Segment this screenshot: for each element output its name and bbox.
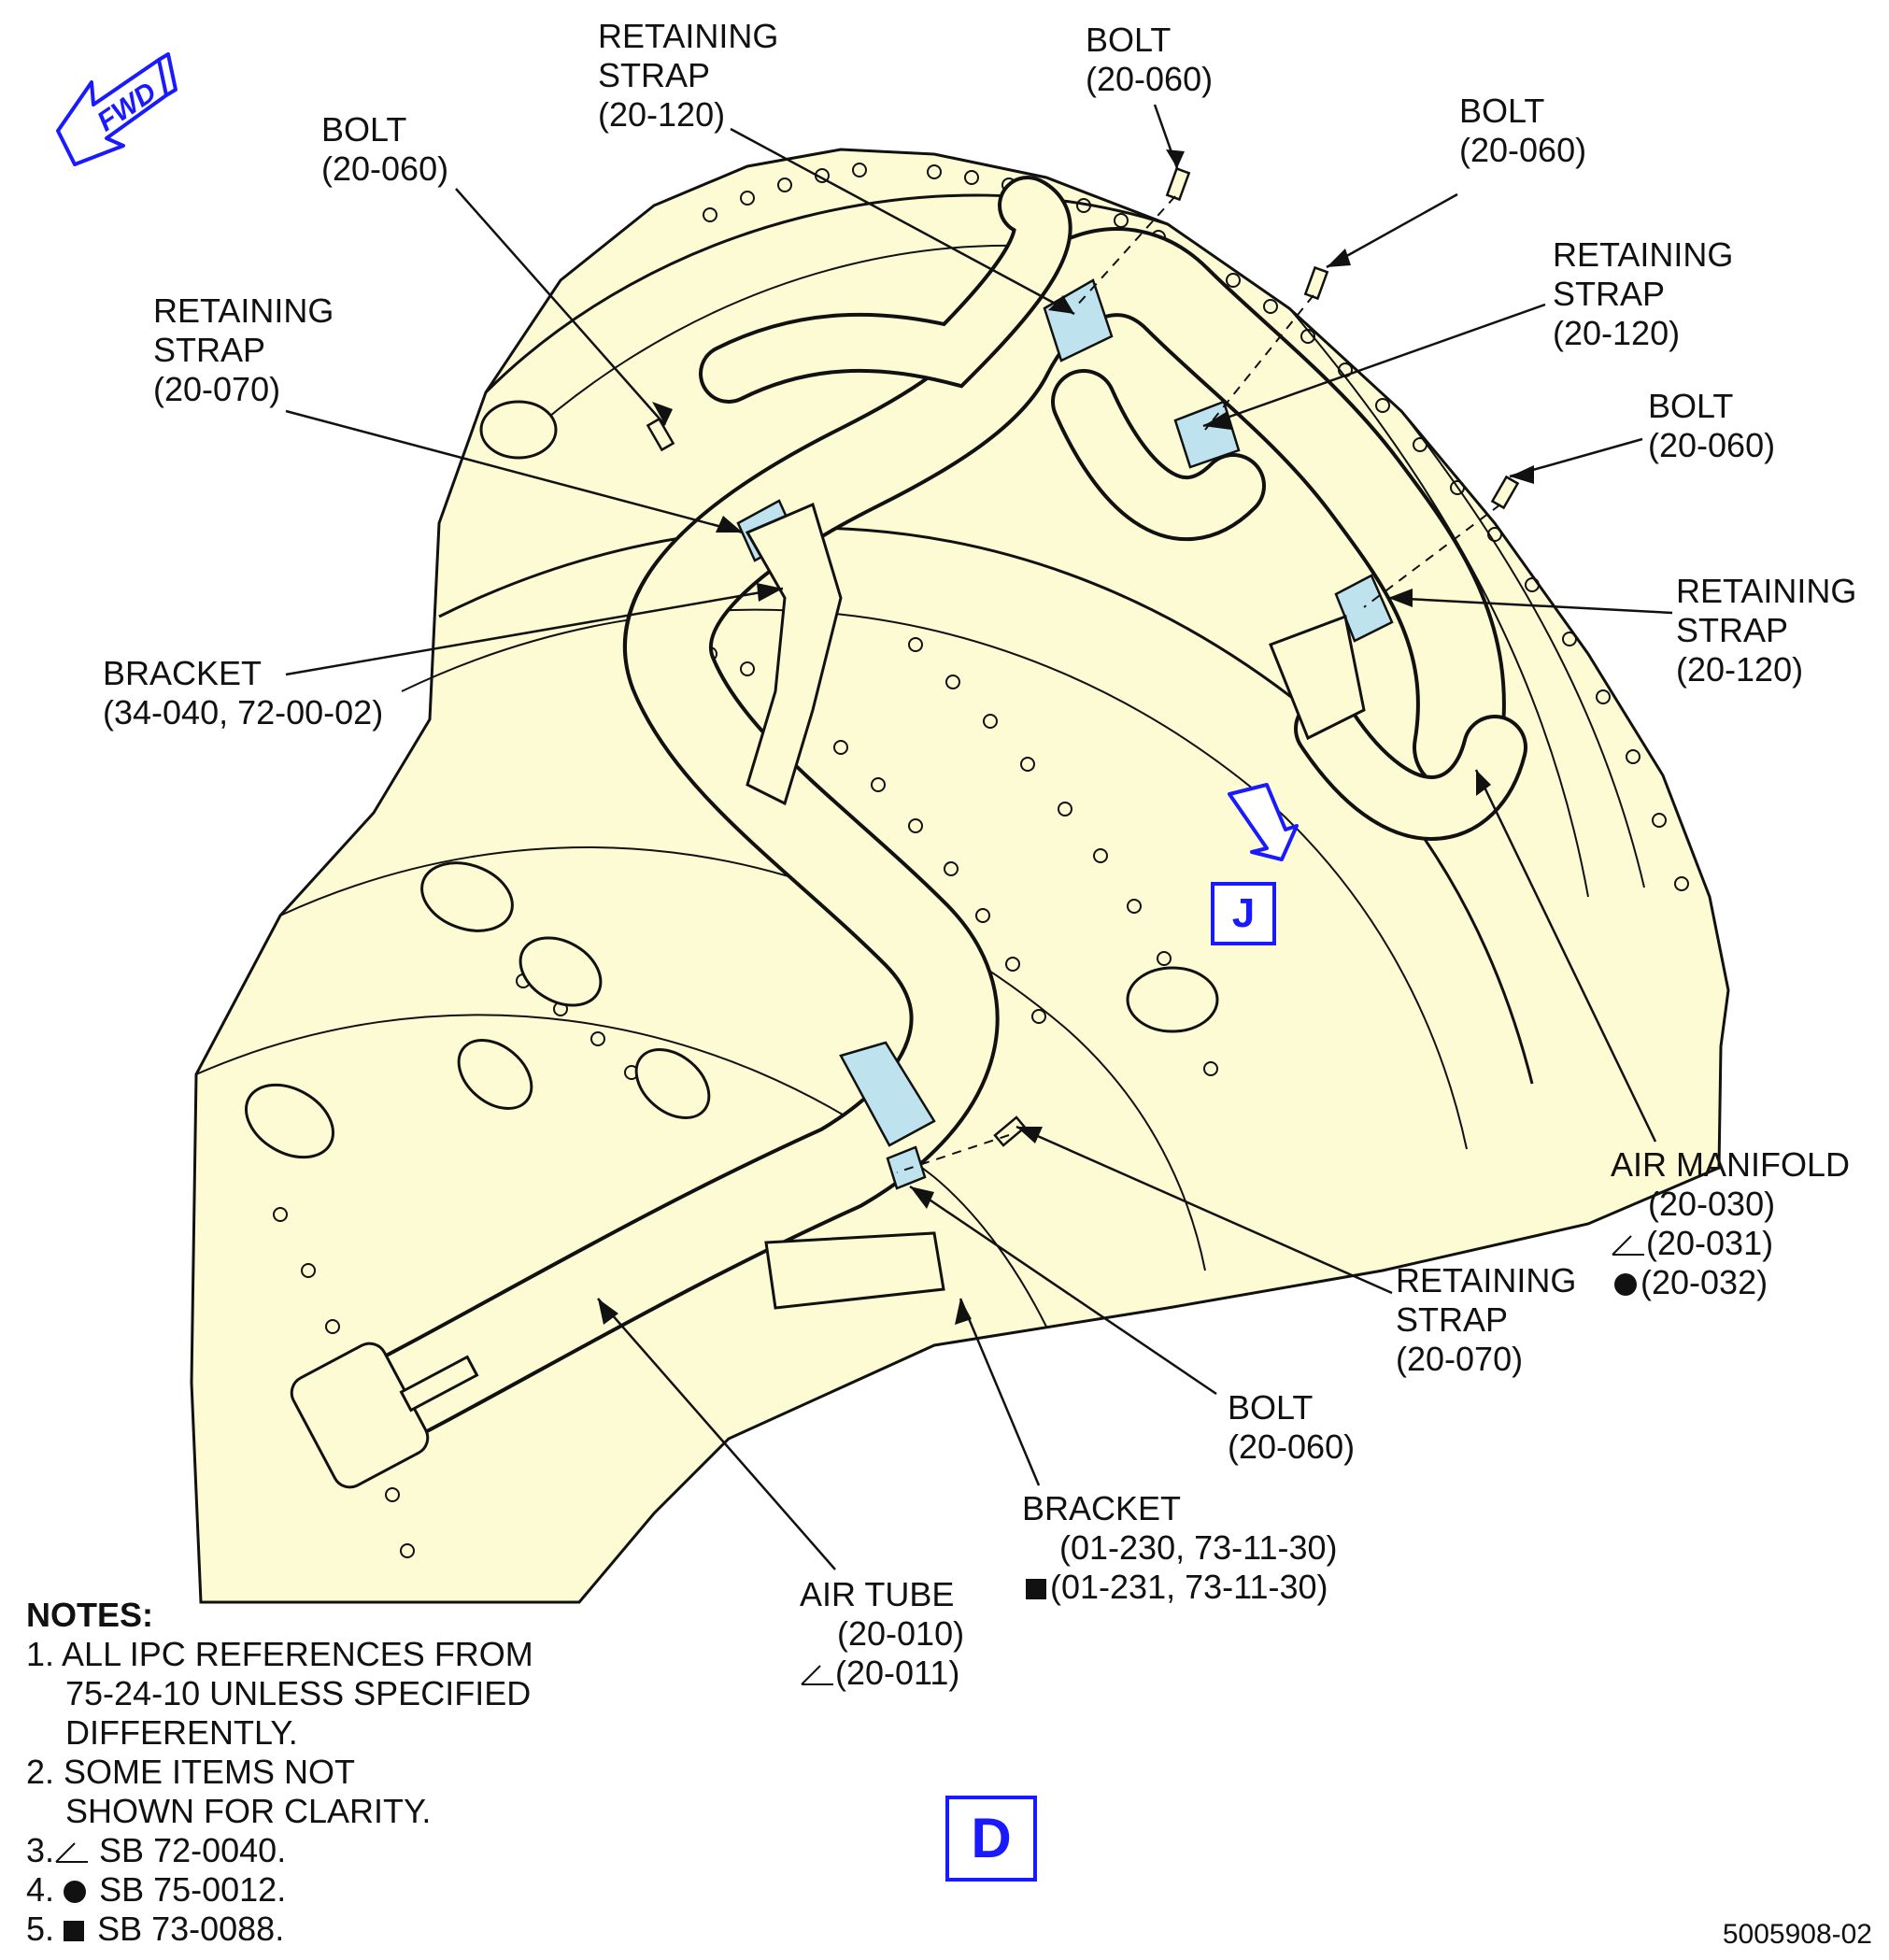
note-5: 5. SB 73-0088.: [26, 1910, 285, 1948]
label-strap-right-middle: RETAINING STRAP (20-120): [1676, 572, 1857, 689]
label-bolt-right: BOLT (20-060): [1648, 387, 1776, 464]
sb-72-0040-icon: [1612, 1235, 1644, 1256]
sb-72-0040-icon: [55, 1842, 89, 1863]
view-marker-d: D: [945, 1796, 1037, 1882]
fwd-arrow-icon: [56, 52, 178, 166]
note-3: 3. SB 72-0040.: [26, 1831, 287, 1869]
label-strap-top-center: RETAINING STRAP (20-120): [598, 17, 779, 134]
sb-72-0040-icon: [801, 1665, 833, 1685]
sb-73-0088-icon: [1026, 1579, 1046, 1599]
view-arrow-icon: [1228, 783, 1299, 861]
document-number: 5005908-02: [1722, 1919, 1872, 1950]
notes-title: NOTES:: [26, 1596, 154, 1634]
sb-73-0088-icon: [64, 1921, 85, 1941]
sb-75-0012-icon: [64, 1881, 87, 1903]
label-bracket-bottom: BRACKET (01-230, 73-11-30) (01-231, 73-1…: [1022, 1489, 1338, 1606]
label-strap-left: RETAINING STRAP (20-070): [153, 291, 334, 408]
label-air-manifold: AIR MANIFOLD (20-030) (20-031) (20-032): [1611, 1145, 1851, 1301]
label-bolt-top-right: BOLT (20-060): [1459, 92, 1587, 169]
label-bolt-top-left: BOLT (20-060): [321, 110, 449, 188]
sb-75-0012-icon: [1614, 1273, 1637, 1296]
notes-block: NOTES: 1. ALL IPC REFERENCES FROM 75-24-…: [26, 1596, 533, 1948]
label-bolt-top-center: BOLT (20-060): [1086, 21, 1214, 98]
label-bolt-bottom: BOLT (20-060): [1228, 1388, 1356, 1466]
label-air-tube: AIR TUBE (20-010) (20-011): [800, 1575, 965, 1692]
view-marker-j: J: [1211, 882, 1276, 945]
label-bracket-left: BRACKET (34-040, 72-00-02): [103, 654, 384, 731]
label-strap-right-upper: RETAINING STRAP (20-120): [1553, 235, 1734, 352]
note-4: 4. SB 75-0012.: [26, 1870, 287, 1909]
label-strap-bottom: RETAINING STRAP (20-070): [1396, 1261, 1577, 1378]
